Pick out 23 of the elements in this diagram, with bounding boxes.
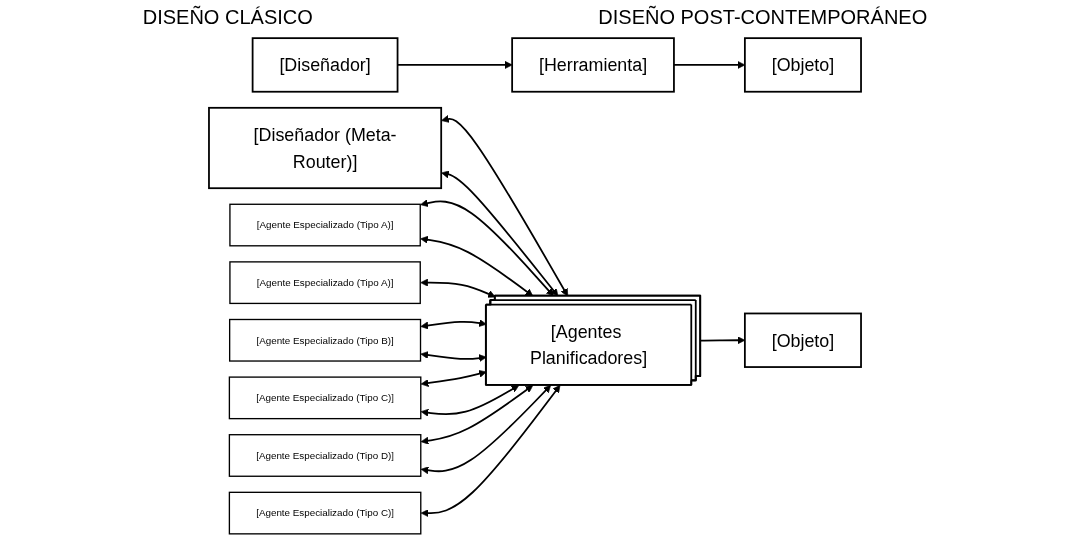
arrow (420, 351, 487, 362)
node-box: [Agente Especializado (Tipo C)] (228, 376, 422, 420)
arrow (420, 199, 554, 297)
arrow (420, 385, 561, 517)
node-box: [Agente Especializado (Tipo D)] (228, 434, 422, 477)
arrow (420, 385, 534, 445)
arrow (420, 385, 520, 417)
node-box: [Agente Especializado (Tipo A)] (229, 203, 421, 247)
node-box: [Agente Especializado (Tipo C)] (228, 491, 422, 535)
section-heading: DISEÑO CLÁSICO (142, 6, 313, 29)
arrow (420, 369, 487, 387)
node-box: [Objeto] (743, 312, 862, 368)
node-box: [Agente Especializado (Tipo A)] (229, 261, 421, 305)
section-heading: DISEÑO POST-CONTEMPORÁNEO (598, 6, 928, 29)
node-box: [Diseñador] (251, 37, 399, 93)
node-box: [Objeto] (743, 37, 862, 93)
arrow (420, 319, 487, 330)
arrow (420, 278, 496, 298)
arrow (420, 235, 534, 297)
arrow (420, 385, 552, 475)
node-box: [Agente Especializado (Tipo B)] (229, 318, 422, 362)
node-box: [Diseñador (Meta-Router)] (208, 106, 443, 190)
node-box: [Herramienta] (511, 37, 675, 93)
